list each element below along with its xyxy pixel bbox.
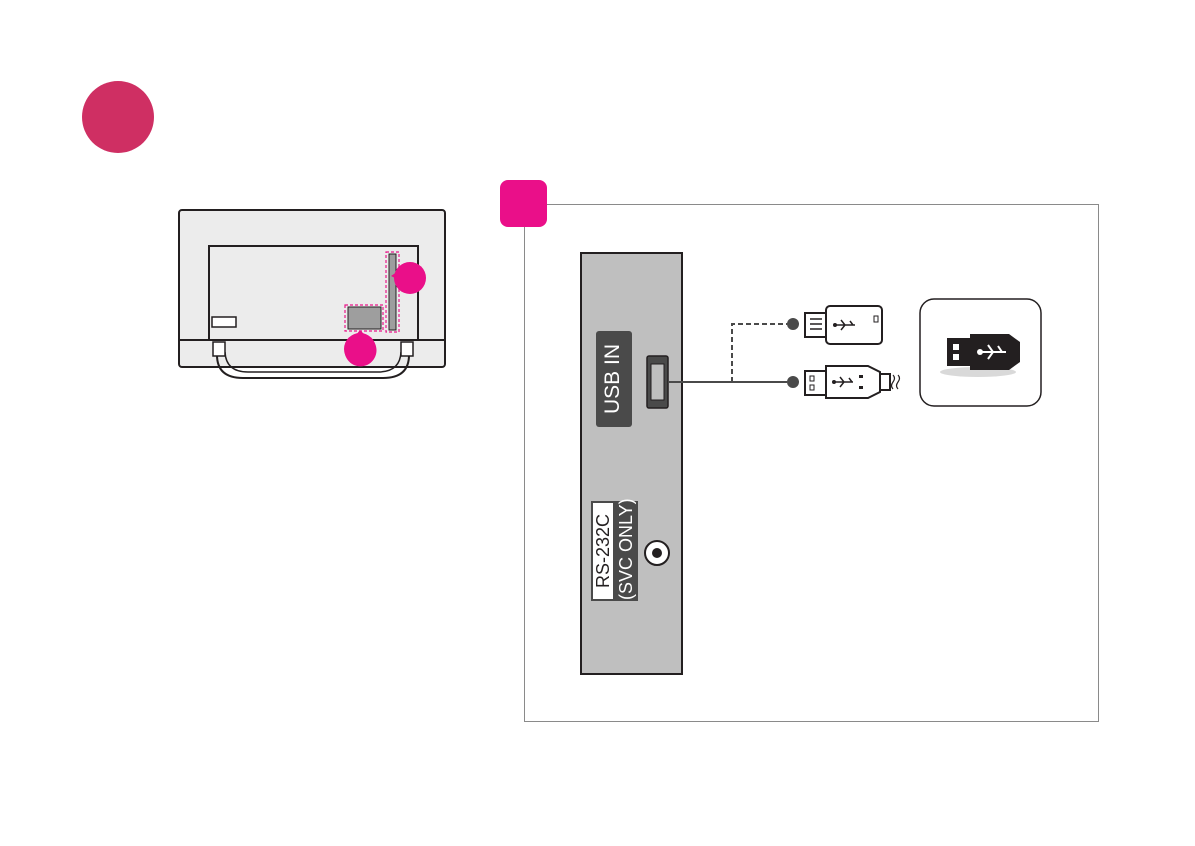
terminal-highlight-bottom xyxy=(345,305,383,331)
rs232c-label: RS-232C xyxy=(593,502,613,600)
terminal-highlight-side xyxy=(386,252,399,332)
rs232c-svc-label: (SVC ONLY) xyxy=(616,502,636,600)
detail-marker xyxy=(500,180,547,227)
step-number-circle xyxy=(82,81,154,153)
tv-small-port xyxy=(212,317,236,327)
tv-inner-panel xyxy=(209,246,418,340)
tv-stand xyxy=(217,343,409,378)
tv-outline xyxy=(179,210,445,367)
detail-frame xyxy=(524,204,1099,722)
usb-in-label: USB IN xyxy=(601,341,625,417)
marker-bottom xyxy=(344,330,376,366)
marker-side xyxy=(391,263,425,293)
